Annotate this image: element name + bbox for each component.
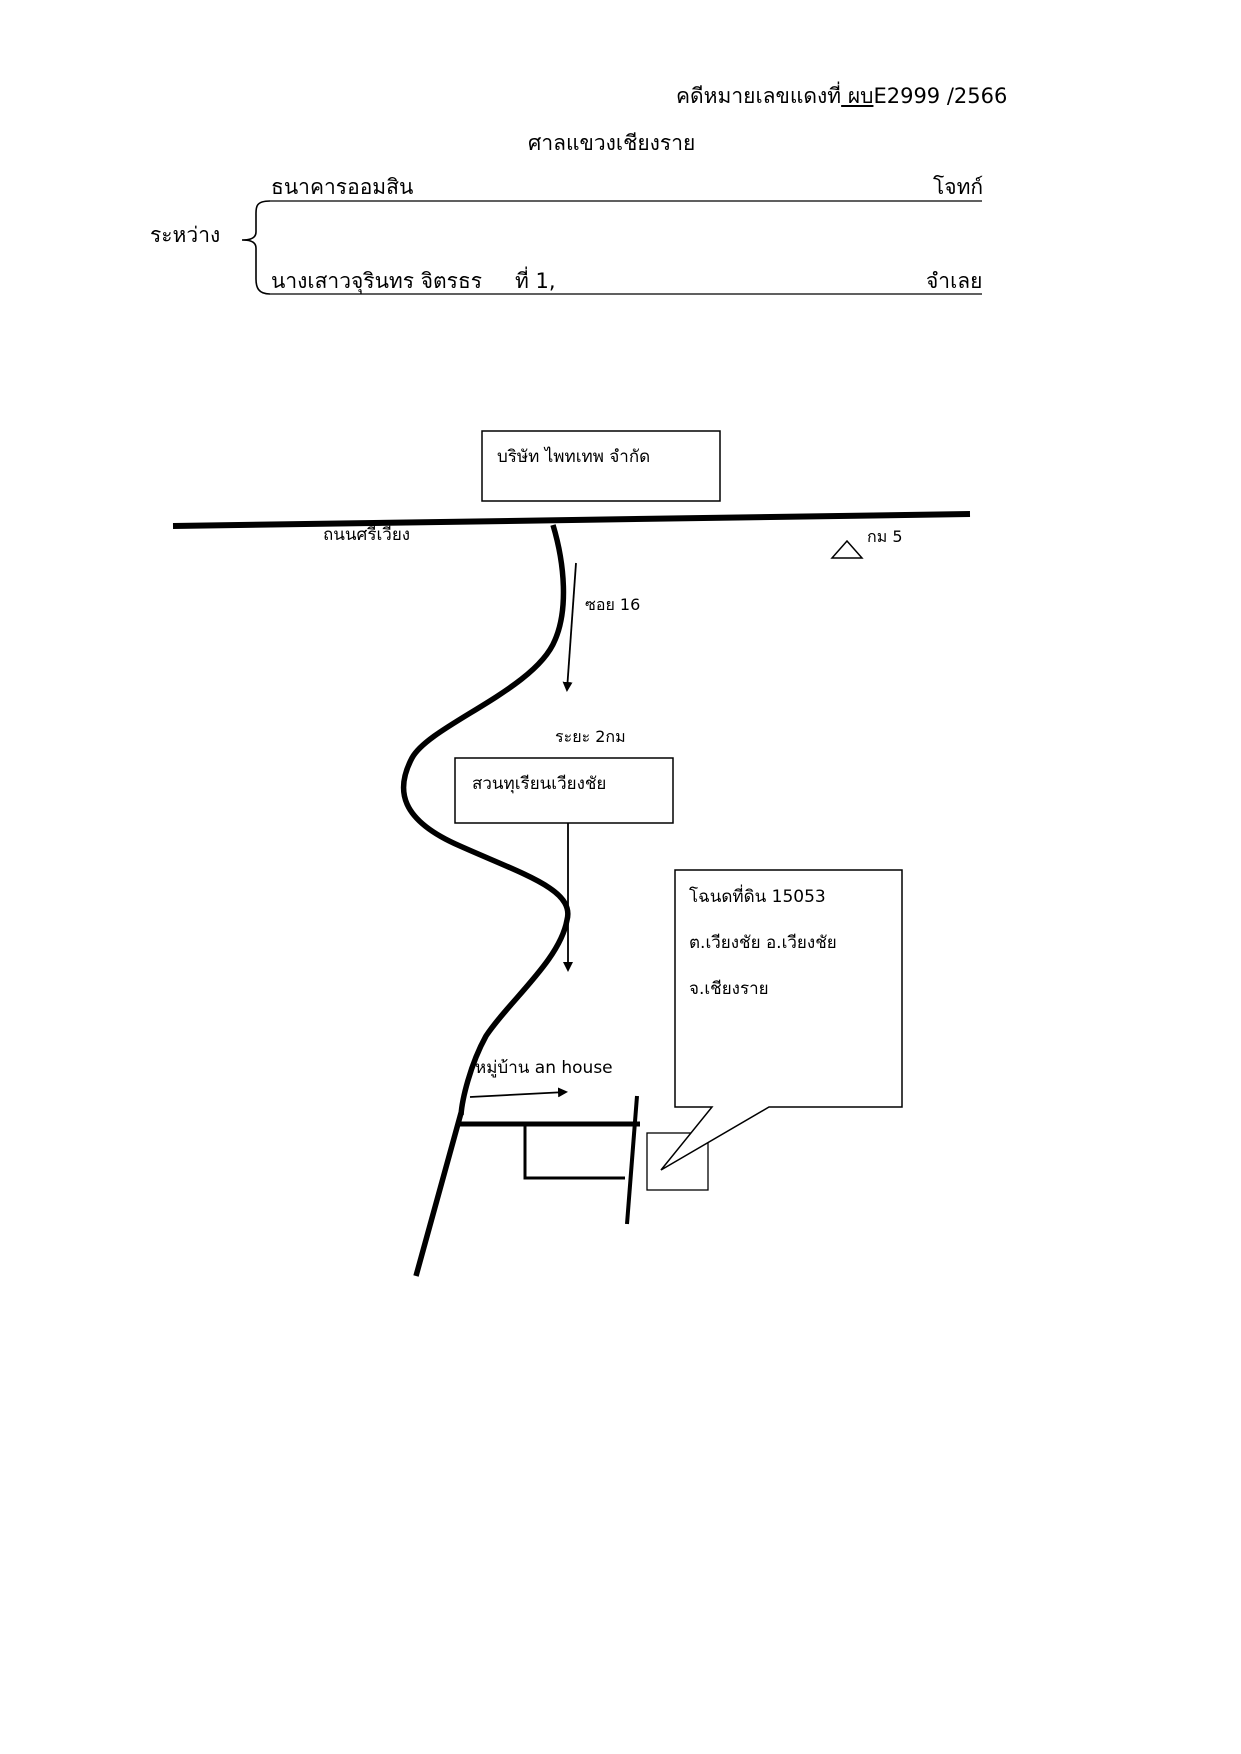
land-plot bbox=[646, 1132, 709, 1191]
village-label: หมู่บ้าน an house bbox=[475, 1058, 613, 1078]
company-box bbox=[481, 430, 721, 502]
plaintiff-role: โจทก์ bbox=[933, 175, 984, 199]
defendant-role: จำเลย bbox=[926, 269, 983, 293]
court-name: ศาลแขวงเชียงราย bbox=[528, 131, 696, 155]
deed-callout bbox=[660, 869, 903, 1171]
case-number-label: คดีหมายเลขแดงที่ bbox=[676, 84, 842, 108]
village-cross-road bbox=[625, 1095, 639, 1225]
case-number: คดีหมายเลขแดงที่ ผบE2999 /2566 bbox=[676, 86, 1007, 107]
defendant-number: ที่ 1, bbox=[515, 269, 556, 293]
main-road bbox=[172, 511, 971, 529]
deed-province: จ.เชียงราย bbox=[689, 979, 769, 999]
between-label: ระหว่าง bbox=[150, 223, 221, 247]
orchard-box bbox=[454, 757, 674, 824]
company-label: บริษัท ไพทเทพ จำกัด bbox=[497, 447, 651, 467]
village-arrow bbox=[469, 1087, 568, 1098]
deed-number: โฉนดที่ดิน 15053 bbox=[689, 887, 826, 907]
case-number-prefix: ผบ bbox=[841, 84, 874, 108]
defendant-name: นางเสาวจุรินทร จิตรธร bbox=[271, 269, 483, 293]
house-outline bbox=[523, 1124, 625, 1180]
main-road-label: ถนนศรีเวียง bbox=[323, 525, 411, 545]
case-number-value: E2999 /2566 bbox=[873, 84, 1008, 108]
brace-icon bbox=[241, 200, 271, 295]
deed-subdistrict: ต.เวียงชัย อ.เวียงชัย bbox=[689, 933, 837, 953]
km-marker-label: กม 5 bbox=[867, 527, 903, 546]
soi-label: ซอย 16 bbox=[585, 595, 641, 614]
distance-label: ระยะ 2กม bbox=[555, 727, 626, 746]
lower-road bbox=[413, 1112, 464, 1277]
soi-road bbox=[400, 524, 571, 1116]
plaintiff-name: ธนาคารออมสิน bbox=[271, 175, 414, 199]
soi-arrow bbox=[562, 562, 577, 692]
km-marker-icon bbox=[830, 539, 864, 559]
orchard-label: สวนทุเรียนเวียงชัย bbox=[472, 774, 607, 794]
